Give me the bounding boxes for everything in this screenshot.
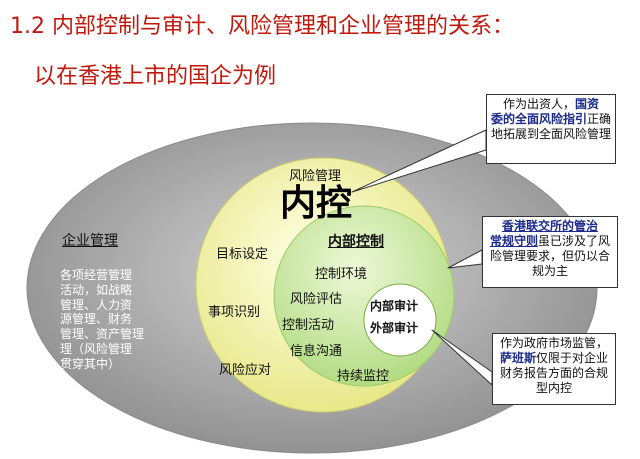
enterprise-description-line: 管理、资产管理 xyxy=(60,327,145,342)
callout-top-emphasis-b: 委的全面风险指引 xyxy=(490,112,587,126)
callout-bottom-text-b: 业财务报告方面的合规型内控 xyxy=(499,351,609,395)
page-subtitle: 以在香港上市的国企为例 xyxy=(34,64,277,89)
ic-item-control-activities: 控制活动 xyxy=(282,318,335,333)
risk-item-event-identification: 事项识别 xyxy=(208,305,261,320)
enterprise-description-line: 活动，如战略 xyxy=(60,282,133,297)
external-audit-label: 外部审计 xyxy=(370,321,419,335)
risk-item-risk-response: 风险应对 xyxy=(219,363,272,378)
callout-middle: 香港联交所的管治 常规守则虽已涉及了风险管理要求，但仍以合规为主 xyxy=(482,216,618,288)
internal-audit-label: 内部审计 xyxy=(370,299,419,313)
enterprise-description: 各项经营管理活动，如战略管理、人力资源管理、财务管理、资产管理理（风险管理贯穿其… xyxy=(60,268,170,372)
ic-item-information-communication: 信息沟通 xyxy=(290,344,343,359)
enterprise-description-line: 源管理、财务 xyxy=(60,312,133,327)
callout-bottom-emphasis: 萨班斯 xyxy=(499,351,536,365)
audit-circle xyxy=(363,283,437,357)
enterprise-description-line: 各项经营管理 xyxy=(60,268,133,282)
callout-bottom: 作为政府市场监管，萨班斯仅限于对企业财务报告方面的合规型内控 xyxy=(492,333,616,405)
internal-control-overlay-title: 内控 xyxy=(280,183,353,224)
callout-top-text: 作为出资人， xyxy=(502,97,575,111)
callout-top-text-after: 正确地拓展到全面风险管理 xyxy=(490,112,612,141)
enterprise-description-line: 贯穿其中） xyxy=(60,356,121,371)
ic-item-risk-assessment: 风险评估 xyxy=(290,292,343,307)
callout-top-emphasis-a: 国资 xyxy=(575,97,600,111)
internal-control-heading: 内部控制 xyxy=(328,234,384,250)
callout-middle-emphasis-a: 香港联交所的管治 xyxy=(501,219,598,233)
risk-item-objective-setting: 目标设定 xyxy=(216,247,269,262)
ic-item-monitoring: 持续监控 xyxy=(337,369,390,384)
page-title: 1.2 内部控制与审计、风险管理和企业管理的关系： xyxy=(10,14,514,39)
ic-item-control-environment: 控制环境 xyxy=(315,267,368,282)
risk-heading: 风险管理 xyxy=(289,169,342,184)
enterprise-description-line: 理（风险管理 xyxy=(60,341,133,356)
callout-bottom-text: 作为政府市场监管， xyxy=(499,336,608,350)
callout-middle-text-b: 了风险管理要求，但仍以合规为主 xyxy=(489,234,611,278)
enterprise-description-line: 管理、人力资 xyxy=(60,297,133,312)
callout-bottom-text-a: 仅限于对企 xyxy=(535,351,596,365)
callout-middle-text-a: 虽已涉及 xyxy=(537,234,586,248)
enterprise-heading: 企业管理 xyxy=(62,233,118,249)
callout-middle-emphasis-b: 常规守则 xyxy=(489,234,538,248)
callout-top: 作为出资人，国资 委的全面风险指引正确地拓展到全面风险管理 xyxy=(486,94,616,164)
